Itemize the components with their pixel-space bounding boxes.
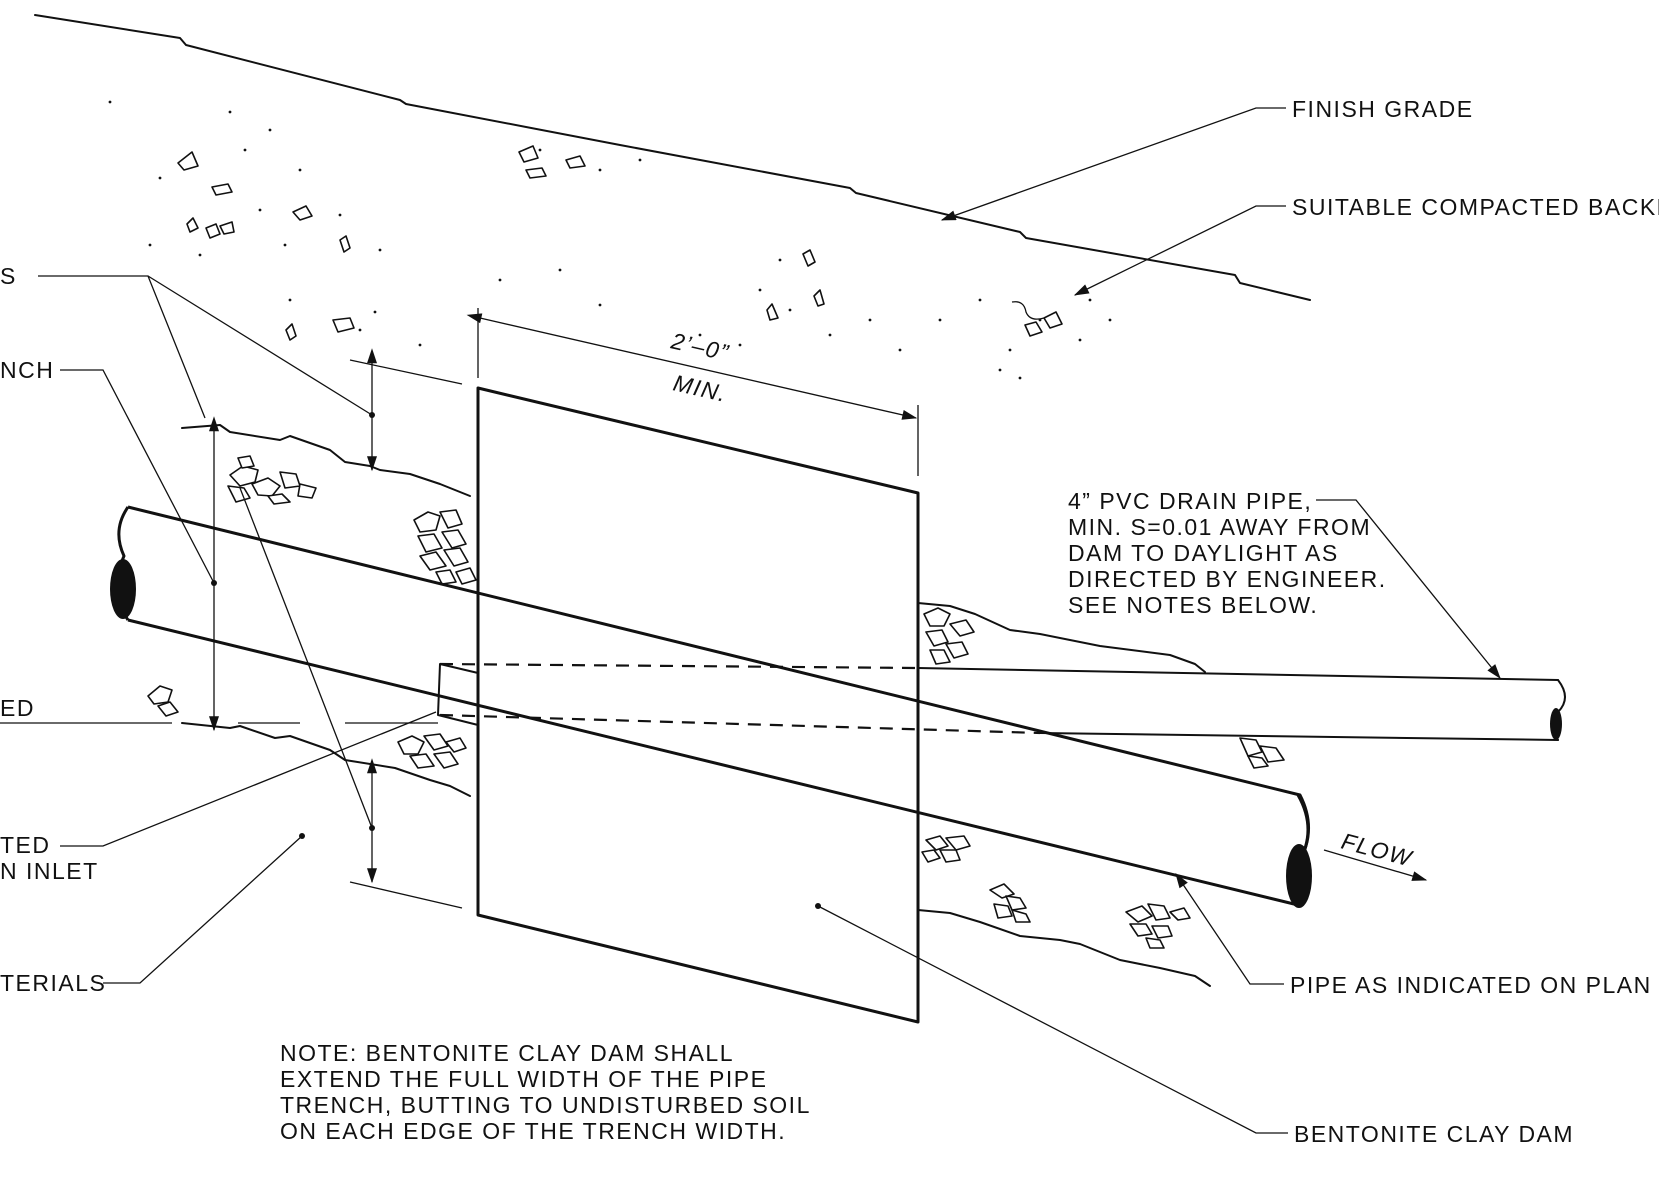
drain-pipe-note: 4” PVC DRAIN PIPE, MIN. S=0.01 AWAY FROM… bbox=[1068, 488, 1387, 618]
general-note: NOTE: BENTONITE CLAY DAM SHALL EXTEND TH… bbox=[280, 1040, 811, 1144]
label-left-4a: TED bbox=[0, 832, 51, 858]
label-pipe-plan: PIPE AS INDICATED ON PLAN bbox=[1290, 972, 1652, 998]
drain-pipe-note-line: SEE NOTES BELOW. bbox=[1068, 592, 1318, 618]
general-note-line: NOTE: BENTONITE CLAY DAM SHALL bbox=[280, 1040, 734, 1066]
flow-arrow bbox=[1323, 849, 1428, 881]
leader-clay-dam bbox=[817, 905, 1288, 1134]
label-left-1: S bbox=[0, 263, 17, 289]
leader-pipe-plan bbox=[1175, 872, 1284, 985]
main-pipe-right-end-fill bbox=[1286, 844, 1312, 908]
depth-ext-lower bbox=[349, 881, 463, 909]
leader-left-rocks bbox=[239, 487, 373, 829]
label-left-3: ED bbox=[0, 695, 35, 721]
depth-ext-upper bbox=[349, 359, 463, 385]
drain-pipe-note-line: DAM TO DAYLIGHT AS bbox=[1068, 540, 1339, 566]
general-note-line: EXTEND THE FULL WIDTH OF THE PIPE bbox=[280, 1066, 767, 1092]
leader-left-2 bbox=[60, 369, 215, 584]
dam-inlet-box bbox=[437, 663, 479, 726]
label-finish-grade: FINISH GRADE bbox=[1292, 96, 1474, 122]
label-clay-dam: BENTONITE CLAY DAM bbox=[1294, 1121, 1574, 1147]
leader-finish-grade bbox=[940, 107, 1286, 221]
finish-grade-line bbox=[34, 14, 1311, 301]
leader-left-5 bbox=[103, 835, 303, 984]
general-note-line: TRENCH, BUTTING TO UNDISTURBED SOIL bbox=[280, 1092, 811, 1118]
drain-pipe-note-line: MIN. S=0.01 AWAY FROM bbox=[1068, 514, 1371, 540]
leader-left-1 bbox=[38, 275, 373, 419]
backfill-squiggle bbox=[1011, 301, 1045, 320]
trench-top-line-right bbox=[917, 602, 1206, 673]
label-left-5: TERIALS bbox=[0, 970, 106, 996]
drain-pipe-note-line: 4” PVC DRAIN PIPE, bbox=[1068, 488, 1312, 514]
drain-pipe-note-line: DIRECTED BY ENGINEER. bbox=[1068, 566, 1387, 592]
clay-dam-body bbox=[476, 386, 920, 1024]
drain-pipe-end-fill bbox=[1550, 708, 1562, 740]
drain-pipe-bottom bbox=[1039, 732, 1559, 741]
dim-value: 2’–0” bbox=[668, 327, 732, 366]
trench-top-line-left bbox=[181, 424, 471, 497]
drain-pipe-top bbox=[917, 667, 1559, 681]
label-left-2: NCH bbox=[0, 357, 54, 383]
trench-bottom-line-right bbox=[917, 909, 1211, 987]
leader-drain-pipe bbox=[1316, 499, 1501, 679]
general-note-line: ON EACH EDGE OF THE TRENCH WIDTH. bbox=[280, 1118, 786, 1144]
leader-backfill bbox=[1073, 205, 1286, 296]
label-backfill: SUITABLE COMPACTED BACKFILL bbox=[1292, 194, 1659, 220]
backfill-stones bbox=[177, 145, 1063, 341]
main-pipe-left-end-fill bbox=[110, 559, 136, 619]
label-left-4b: N INLET bbox=[0, 858, 99, 884]
dam-inlet-dashed bbox=[439, 662, 1041, 735]
dim-line bbox=[466, 313, 918, 420]
leader-left-4 bbox=[60, 711, 437, 847]
trench-bottom-line-left bbox=[181, 722, 471, 797]
dim-min: MIN. bbox=[671, 370, 730, 408]
